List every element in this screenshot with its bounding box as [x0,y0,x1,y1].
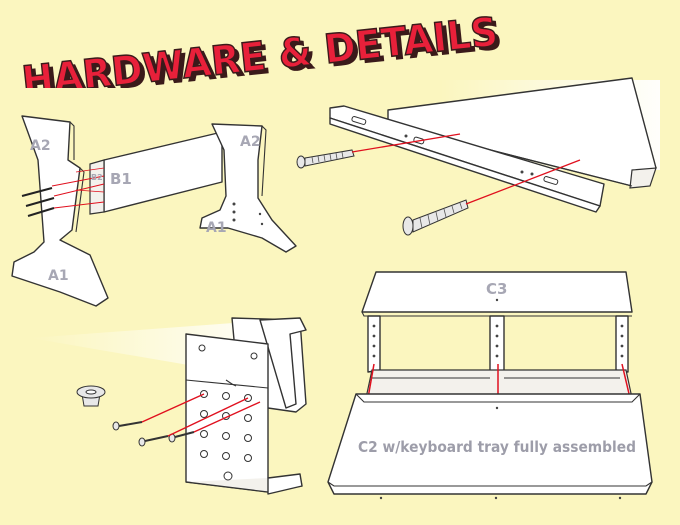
l-bracket-assembly [30,317,307,495]
label-b2: B2 [91,173,103,182]
label-a2-left: A2 [30,138,51,154]
leg-assembly-left: A2 A1 B1 B2 A2 A1 [11,115,297,307]
label-a1-right: A1 [206,220,227,236]
drawer-slide-assembly [296,77,660,236]
label-c3: C3 [486,280,507,298]
page-title: HARDWARE & DETAILS HARDWARE & DETAILS [19,8,504,88]
label-a2-right: A2 [240,134,261,150]
caption-c2: C2 w/keyboard tray fully assembled [358,438,636,456]
bolt-cap [76,385,106,407]
desk-assembly: C3 C2 w/keyboard tray fully assembled [327,271,653,500]
label-a1-left: A1 [48,268,69,284]
label-b1: B1 [110,170,132,188]
